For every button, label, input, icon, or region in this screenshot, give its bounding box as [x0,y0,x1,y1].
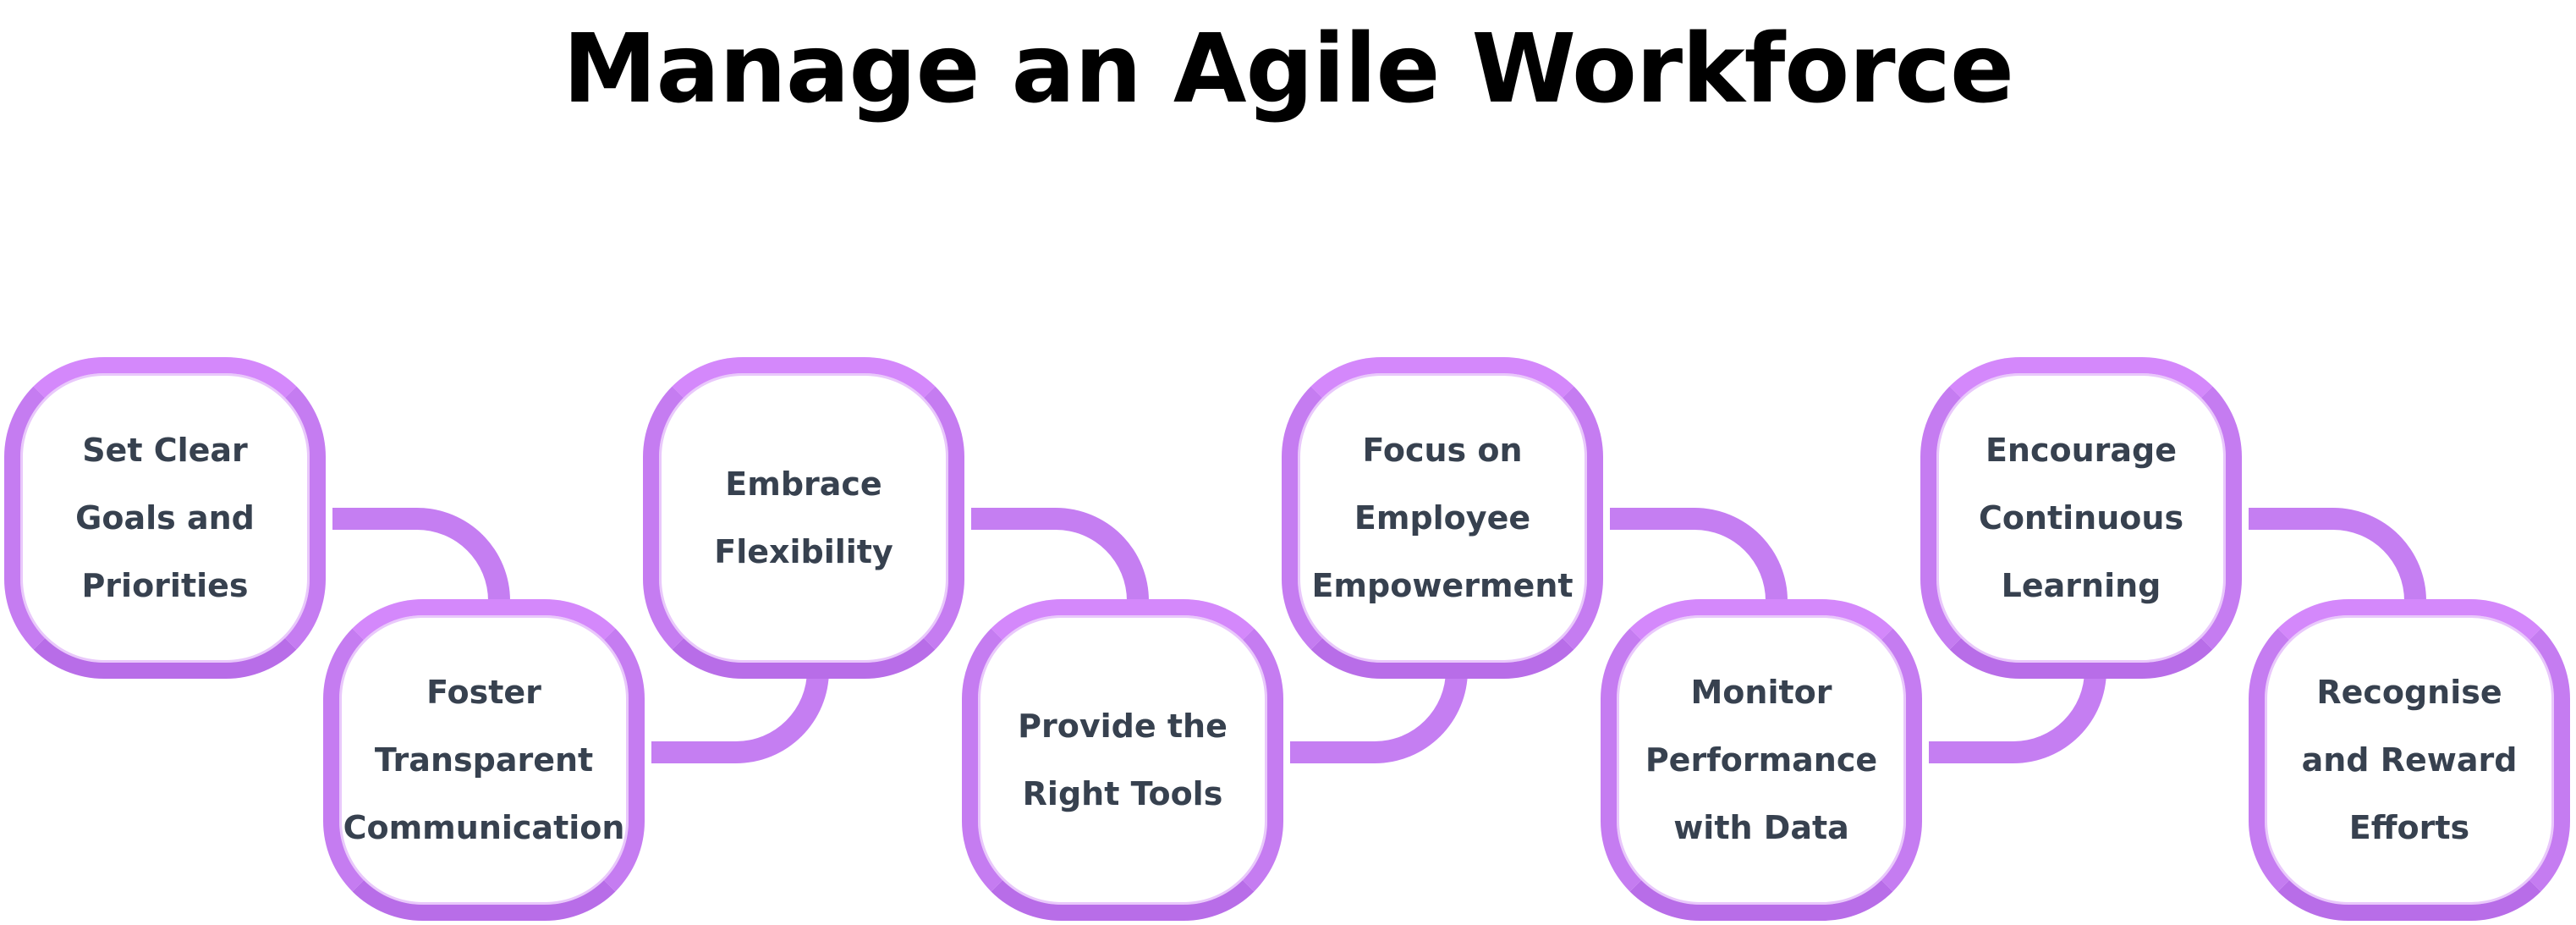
step-card-foster-communication: Foster Transparent Communication [323,599,645,921]
step-card-embrace-flexibility: Embrace Flexibility [643,357,964,679]
step-card-set-clear-goals: Set Clear Goals and Priorities [4,357,326,679]
connector-1-2 [332,508,510,601]
step-card-recognise-reward: Recognise and Reward Efforts [2249,599,2570,921]
step-card-monitor-performance: Monitor Performance with Data [1601,599,1922,921]
step-label: Focus on Employee Empowerment [1311,432,1574,604]
step-card-continuous-learning: Encourage Continuous Learning [1920,357,2242,679]
connector-2-3 [651,670,829,763]
diagram-title: Manage an Agile Workforce [563,14,2014,124]
connector-5-6 [1610,508,1788,601]
connector-6-7 [1929,670,2106,763]
connector-7-8 [2249,508,2426,601]
step-label: Monitor Performance with Data [1645,674,1878,846]
connector-3-4 [971,508,1149,601]
step-card-employee-empowerment: Focus on Employee Empowerment [1282,357,1603,679]
step-card-provide-tools: Provide the Right Tools [962,599,1283,921]
step-label: Set Clear Goals and Priorities [75,432,255,604]
step-label: Recognise and Reward Efforts [2301,674,2518,846]
step-label: Encourage Continuous Learning [1978,432,2184,604]
step-label: Foster Transparent Communication [343,674,625,846]
step-label: Provide the Right Tools [1018,708,1228,812]
step-label: Embrace Flexibility [714,465,893,570]
connector-4-5 [1290,670,1468,763]
